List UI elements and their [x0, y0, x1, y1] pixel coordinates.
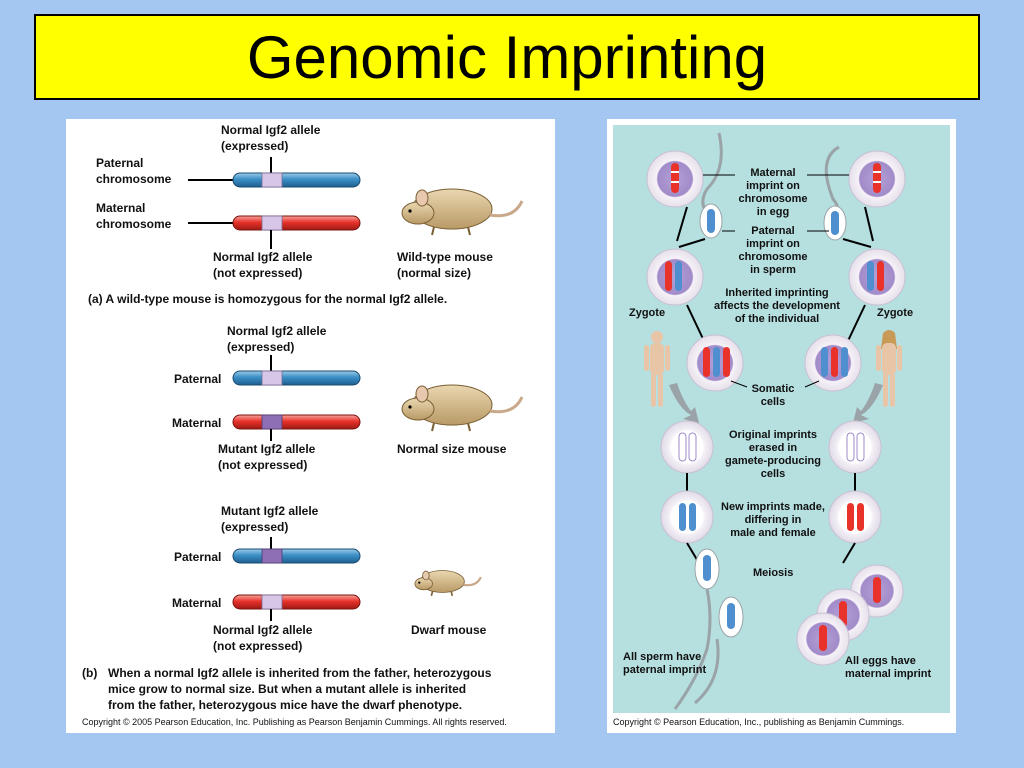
- slide-title: Genomic Imprinting: [246, 23, 768, 91]
- normal-size-mouse-icon: [401, 384, 524, 432]
- male-figure-icon: [644, 331, 670, 407]
- sperm-icon-1: [694, 548, 720, 590]
- label-b2-bottom: Normal Igf2 allele (not expressed): [213, 623, 313, 653]
- label-b1-bottom: Mutant Igf2 allele (not expressed): [218, 442, 316, 472]
- gamete-producing-cell-icon-left: [660, 420, 714, 474]
- label-maternal-imprint: Maternal imprint on chromosome in egg: [738, 167, 808, 218]
- dwarf-mouse-icon: [414, 570, 482, 597]
- somatic-cell-icon-right: [804, 334, 862, 392]
- right-copyright: Copyright © Pearson Education, Inc., pub…: [613, 717, 905, 727]
- left-figure-panel: Normal Igf2 allele (expressed) Paternal …: [66, 119, 555, 733]
- maternal-chromosome-a: [232, 215, 361, 231]
- caption-b: When a normal Igf2 allele is inherited f…: [108, 666, 492, 712]
- label-b2-maternal: Maternal: [172, 596, 222, 610]
- label-original-imprints-erased: Original imprints erased in gamete-produ…: [725, 429, 821, 480]
- paternal-chromosome-a: [232, 172, 361, 188]
- label-b1-mouse: Normal size mouse: [397, 442, 507, 456]
- maternal-chromosome-b1: [232, 414, 361, 430]
- label-a-mouse: Wild-type mouse (normal size): [397, 250, 493, 280]
- label-zygote-right: Zygote: [877, 307, 914, 319]
- label-somatic-cells: Somatic cells: [751, 383, 795, 408]
- sperm-head-icon-left: [699, 203, 723, 239]
- left-figure-graphics: [188, 157, 524, 621]
- label-b1-paternal: Paternal: [174, 372, 222, 386]
- label-a-bottom: Normal Igf2 allele (not expressed): [213, 250, 313, 280]
- igf2-allele-normal: [261, 594, 283, 610]
- somatic-cell-icon-left: [686, 334, 744, 392]
- sperm-tail: [694, 638, 720, 705]
- label-new-imprints: New imprints made, differing in male and…: [721, 501, 825, 539]
- new-imprint-cell-icon-left: [660, 490, 714, 544]
- caption-b-label: (b): [82, 666, 98, 680]
- igf2-allele-mutant: [261, 414, 283, 430]
- paternal-chromosome-b1: [232, 370, 361, 386]
- zygote-cell-icon-right: [848, 248, 906, 306]
- igf2-allele-normal: [261, 370, 283, 386]
- label-all-eggs: All eggs have maternal imprint: [845, 655, 932, 680]
- label-b2-paternal: Paternal: [174, 550, 222, 564]
- label-meiosis: Meiosis: [753, 567, 794, 579]
- right-figure-graphics: [644, 132, 906, 710]
- label-a-paternal: Paternal chromosome: [96, 156, 172, 186]
- grey-arrow-right: [853, 383, 883, 423]
- label-b1-top: Normal Igf2 allele (expressed): [227, 324, 327, 354]
- new-imprint-cell-icon-right: [828, 490, 882, 544]
- egg-cell-icon-left: [646, 150, 704, 208]
- label-a-maternal: Maternal chromosome: [96, 201, 172, 231]
- label-b2-mouse: Dwarf mouse: [411, 623, 487, 637]
- sperm-head-icon-right: [823, 205, 847, 241]
- label-zygote-left: Zygote: [629, 307, 666, 319]
- igf2-allele-normal: [261, 215, 283, 231]
- paternal-chromosome-b2: [232, 548, 361, 564]
- sperm-icon-2: [718, 596, 744, 638]
- right-figure-background: [613, 125, 950, 713]
- igf2-allele-normal: [261, 172, 283, 188]
- maternal-chromosome-b2: [232, 594, 361, 610]
- igf2-allele-mutant: [261, 548, 283, 564]
- egg-icon-3: [796, 612, 850, 666]
- female-figure-icon: [876, 330, 902, 407]
- label-b1-maternal: Maternal: [172, 416, 222, 430]
- label-paternal-imprint: Paternal imprint on chromosome in sperm: [738, 225, 808, 276]
- right-figure-panel: Maternal imprint on chromosome in egg Pa…: [607, 119, 956, 733]
- grey-arrow-left: [669, 383, 699, 423]
- left-copyright: Copyright © 2005 Pearson Education, Inc.…: [82, 717, 507, 727]
- label-b2-top: Mutant Igf2 allele (expressed): [221, 504, 319, 534]
- sperm-tail: [673, 588, 712, 710]
- label-inherited-imprinting: Inherited imprinting affects the develop…: [714, 287, 840, 325]
- egg-cell-icon-right: [848, 150, 906, 208]
- label-all-sperm: All sperm have paternal imprint: [623, 651, 707, 676]
- zygote-cell-icon-left: [646, 248, 704, 306]
- label-a-top: Normal Igf2 allele (expressed): [221, 123, 321, 153]
- gamete-producing-cell-icon-right: [828, 420, 882, 474]
- wild-type-mouse-icon: [401, 188, 524, 236]
- caption-a: (a) A wild-type mouse is homozygous for …: [88, 292, 448, 306]
- slide-title-box: Genomic Imprinting: [34, 14, 980, 100]
